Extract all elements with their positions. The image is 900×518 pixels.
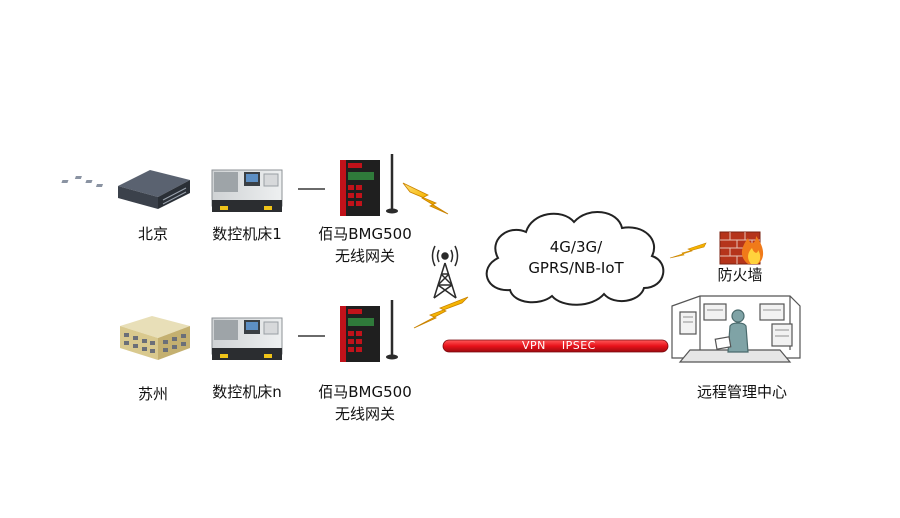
machine-label-1: 数控机床1 [212,225,282,243]
firewall-icon [719,231,764,265]
city-label-suzhou: 苏州 [137,385,168,403]
gateway-label-1-line1: 佰马BMG500 [318,225,412,243]
lightning-bolt-icon [402,182,449,215]
firewall-label: 防火墙 [717,266,763,284]
control-center-icon [671,295,801,363]
vpn-tunnel-bar [442,339,669,353]
cnc-machine-1-icon [211,169,283,212]
suzhou-building-icon [120,316,190,360]
cell-tower-icon [431,245,459,299]
gateway-label-n-line1: 佰马BMG500 [318,383,412,401]
gateway-label-n-line2: 无线网关 [334,405,395,423]
city-label-beijing: 北京 [137,225,168,243]
cloud-label-line1: 4G/3G/ [549,238,603,256]
beijing-building-icon [61,170,190,209]
lightning-bolt-icon [669,242,707,259]
router-1-icon [340,154,398,216]
control-center-label: 远程管理中心 [696,383,787,401]
cloud-label-line2: GPRS/NB-IoT [528,259,624,277]
machine-label-n: 数控机床n [212,383,282,401]
router-n-icon [340,300,398,362]
cloud-icon [485,210,665,306]
lightning-bolt-icon [413,296,469,329]
gateway-label-1-line2: 无线网关 [334,247,395,265]
cnc-machine-n-icon [211,317,283,360]
vpn-label: VPN IPSEC [522,339,596,352]
